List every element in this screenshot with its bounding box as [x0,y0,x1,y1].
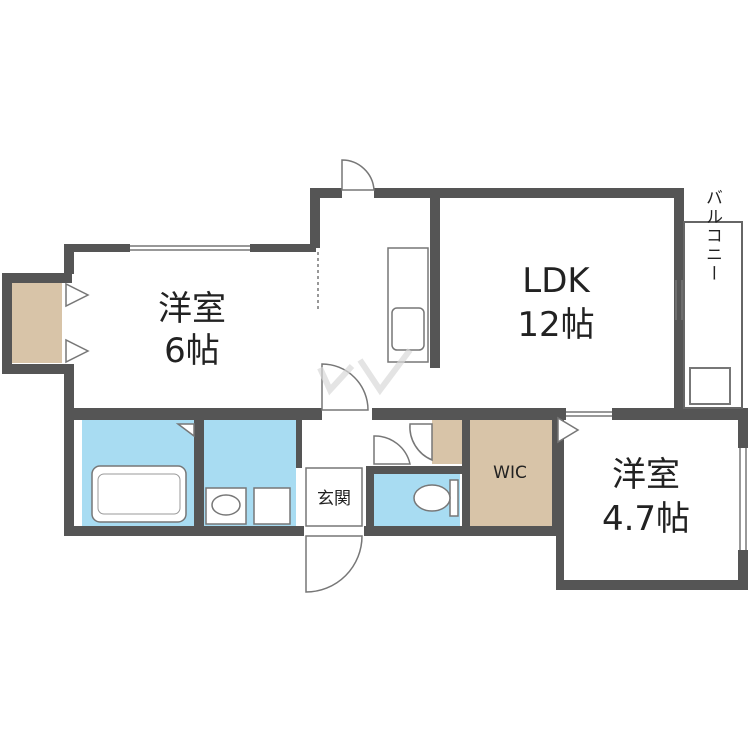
room-47-size: 4.7帖 [602,499,690,539]
doors [305,159,433,593]
watermark-logo [317,348,413,396]
closet-door [409,423,433,462]
room-47-name: 洋室 [612,455,680,495]
balcony-outline [683,221,743,409]
balcony-label: バルコニー [702,189,722,284]
room-6-size: 6帖 [164,331,220,371]
closet-small [432,420,462,464]
kitchen-inner-door [321,363,369,411]
wic-area [470,420,552,526]
entrance-label: 玄関 [317,489,351,509]
entrance-door [305,535,363,593]
storage-closet-left [12,283,62,363]
kitchen-top-door [341,159,375,191]
entrance-box [305,467,363,527]
opening-markers [65,282,580,444]
ldk-name: LDK [522,261,591,301]
balcony-unit [689,367,731,405]
washing-machine-space [253,487,291,525]
kitchen-sink [391,307,425,351]
wic-label: WIC [493,463,527,483]
bathtub [91,465,187,523]
hall-door [373,435,411,465]
ldk-size: 12帖 [517,305,594,345]
room-6-name: 洋室 [158,289,226,329]
toilet [413,479,459,517]
windows [130,245,747,550]
walls [2,188,748,590]
